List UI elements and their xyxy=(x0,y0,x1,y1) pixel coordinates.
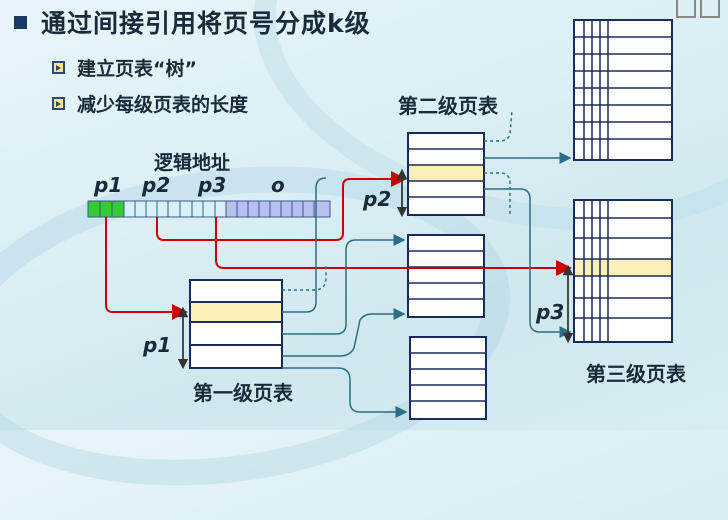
level1-table-label: 第一级页表 xyxy=(193,381,293,405)
level3-table-label: 第三级页表 xyxy=(586,362,686,386)
offset-field xyxy=(226,201,330,217)
field-label-o: o xyxy=(271,173,285,197)
bullet-item: 减少每级页表的长度 xyxy=(52,90,248,117)
slide-title: 通过间接引用将页号分成k级 xyxy=(14,4,371,40)
field-label-p1: p1 xyxy=(94,173,123,197)
p1-field xyxy=(88,201,124,217)
level2-table-label: 第二级页表 xyxy=(398,94,498,118)
slide-title-text: 通过间接引用将页号分成k级 xyxy=(41,9,371,38)
p3-arrow xyxy=(215,217,572,276)
bullet-square-icon xyxy=(14,15,27,29)
field-label-p3: p3 xyxy=(198,173,227,197)
level3-page-table xyxy=(573,19,673,161)
bullet-text: 减少每级页表的长度 xyxy=(77,94,249,116)
level2-dashed-link xyxy=(484,109,513,142)
page-table-diagram xyxy=(87,19,673,420)
window-icon xyxy=(676,0,720,22)
level2-page-table xyxy=(407,132,485,216)
logical-address-label: 逻辑地址 xyxy=(154,152,231,174)
level3-page-table xyxy=(573,199,673,343)
offset-label-p3: p3 xyxy=(536,300,565,324)
logical-address-bar xyxy=(87,200,331,218)
field-label-p2: p2 xyxy=(142,173,171,197)
level1-page-table xyxy=(189,279,283,369)
p2-arrow xyxy=(156,171,407,241)
bullet-text: 建立页表“树” xyxy=(77,58,197,80)
bullet-arrow-icon xyxy=(52,97,65,110)
level1-to-level2-arrow xyxy=(282,308,406,357)
level2-page-table xyxy=(407,234,485,318)
level1-dashed-link xyxy=(282,266,327,291)
level2-to-level3-arrow xyxy=(484,188,572,338)
p2-p3-field xyxy=(124,201,226,217)
offset-label-p1: p1 xyxy=(143,333,172,357)
level1-to-level2-arrow xyxy=(282,177,327,313)
level1-to-level2-arrow xyxy=(282,367,408,418)
offset-label-p2: p2 xyxy=(363,187,392,211)
level1-to-level2-arrow xyxy=(282,234,406,335)
level2-dashed-link xyxy=(484,172,511,216)
bullet-item: 建立页表“树” xyxy=(52,54,197,81)
bullet-arrow-icon xyxy=(52,61,65,74)
p1-arrow xyxy=(105,217,188,320)
level2-page-table xyxy=(409,336,487,420)
